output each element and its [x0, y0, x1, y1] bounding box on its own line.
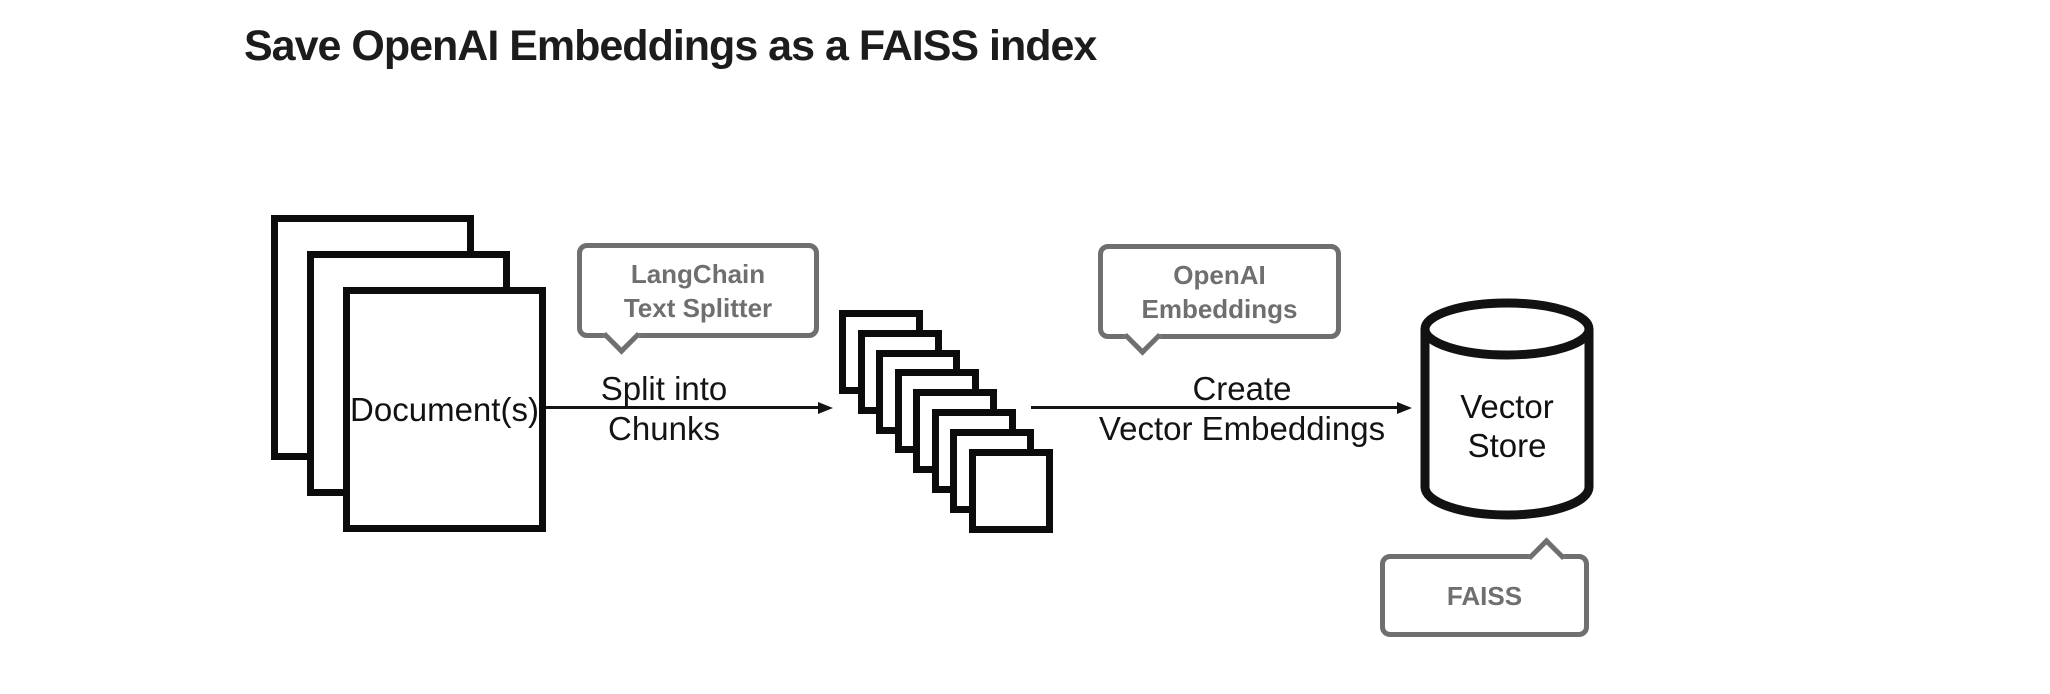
faiss-callout: FAISS	[1380, 537, 1589, 637]
page-title: Save OpenAI Embeddings as a FAISS index	[244, 22, 1097, 70]
faiss-label: FAISS	[1446, 580, 1523, 611]
langchain-text-splitter-callout: LangChain Text Splitter	[577, 243, 819, 355]
documents-label: Document(s)	[350, 390, 539, 428]
callout-tail-up-icon	[1527, 537, 1566, 576]
chunk-square	[968, 448, 1053, 533]
split-into-chunks-label: Split into Chunks	[600, 370, 728, 447]
create-vector-embeddings-label: Create Vector Embeddings	[1098, 370, 1386, 447]
create-vector-embeddings-arrow	[1031, 406, 1397, 409]
vector-store-label: Vector Store	[1460, 388, 1554, 464]
vector-store-cylinder-icon	[1420, 298, 1594, 520]
openai-embeddings-callout: OpenAI Embeddings	[1098, 244, 1341, 356]
chunks-stack	[839, 310, 1055, 534]
langchain-text-splitter-label: LangChain Text Splitter	[623, 258, 773, 323]
document-page: Document(s)	[343, 287, 546, 532]
documents-stack: Document(s)	[271, 215, 551, 535]
split-into-chunks-arrow	[546, 406, 818, 409]
openai-embeddings-label: OpenAI Embeddings	[1141, 259, 1298, 324]
